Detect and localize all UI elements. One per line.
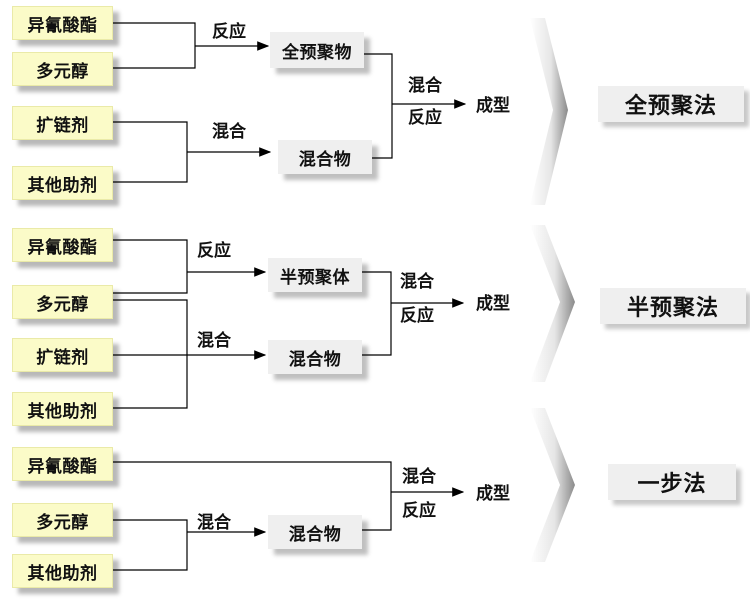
method-semi-prepolymer: 半预聚法 — [600, 288, 746, 324]
intermediate-mixture-3: 混合物 — [268, 515, 362, 549]
method-full-prepolymer: 全预聚法 — [598, 86, 744, 122]
input-isocyanate-2: 异氰酸酯 — [12, 228, 113, 262]
input-isocyanate-3: 异氰酸酯 — [12, 447, 113, 481]
input-polyol-3: 多元醇 — [12, 503, 113, 537]
chevron-shape-2 — [530, 225, 575, 382]
input-chain-extender-1: 扩链剂 — [12, 106, 113, 140]
final-edge-react-3: 反应 — [402, 501, 436, 521]
input-isocyanate-1: 异氰酸酯 — [12, 6, 113, 40]
line-s2-final-merge — [362, 271, 392, 356]
line-s1-final-merge — [364, 53, 393, 159]
product-molding-2: 成型 — [476, 294, 510, 314]
line-s3-final-merge — [113, 461, 392, 531]
chevron-shape-3 — [530, 408, 575, 562]
line-s1-mix-merge — [113, 121, 188, 183]
line-s1-react-merge — [113, 22, 196, 69]
edge-label-react-2: 反应 — [197, 241, 231, 261]
line-s3-mix-merge — [113, 519, 188, 571]
final-edge-mix-2: 混合 — [400, 272, 434, 292]
intermediate-semi-prepolymer: 半预聚体 — [268, 258, 362, 292]
edge-label-react-1: 反应 — [212, 22, 246, 42]
line-s2-mix-merge — [113, 299, 188, 409]
final-edge-mix-3: 混合 — [402, 467, 436, 487]
input-other-additives-1: 其他助剂 — [12, 166, 113, 200]
input-polyol-1: 多元醇 — [12, 52, 113, 86]
line-s2-react-merge — [113, 239, 188, 294]
intermediate-full-prepolymer: 全预聚物 — [270, 32, 364, 68]
input-polyol-2: 多元醇 — [12, 285, 113, 319]
chevron-shape-1 — [530, 18, 568, 205]
edge-label-mix-2: 混合 — [197, 331, 231, 351]
intermediate-mixture-1: 混合物 — [278, 140, 372, 174]
method-one-step: 一步法 — [608, 464, 736, 500]
final-edge-react-2: 反应 — [400, 306, 434, 326]
product-molding-1: 成型 — [476, 96, 510, 116]
input-chain-extender-2: 扩链剂 — [12, 338, 113, 372]
intermediate-mixture-2: 混合物 — [268, 340, 362, 374]
final-edge-react-1: 反应 — [408, 108, 442, 128]
final-edge-mix-1: 混合 — [408, 76, 442, 96]
input-other-additives-3: 其他助剂 — [12, 554, 113, 588]
edge-label-mix-3: 混合 — [197, 513, 231, 533]
edge-label-mix-1: 混合 — [212, 122, 246, 142]
product-molding-3: 成型 — [476, 484, 510, 504]
input-other-additives-2: 其他助剂 — [12, 392, 113, 426]
